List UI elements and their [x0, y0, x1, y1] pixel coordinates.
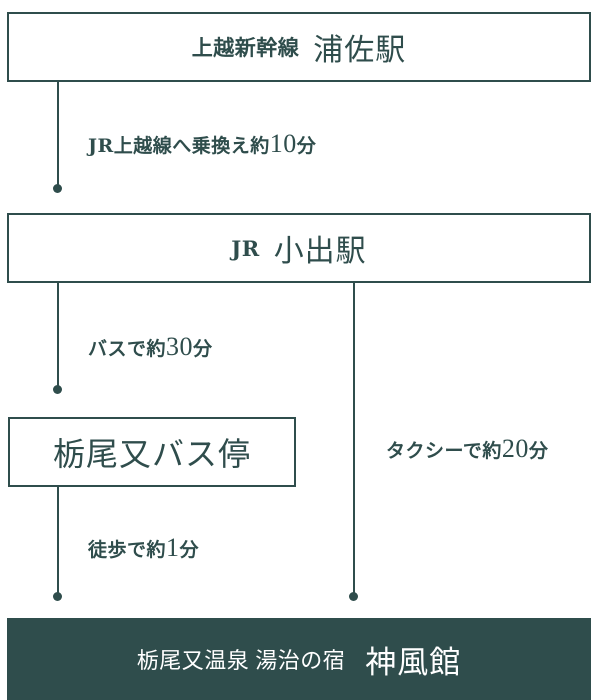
connector-koide-to-busstop: [57, 283, 59, 390]
connector-koide-to-destination: [353, 283, 355, 597]
edge-label-walk-number: 1: [166, 533, 180, 562]
node-destination-prefix: 栃尾又温泉 湯治の宿: [136, 648, 346, 673]
connector-endpoint-dot: [53, 592, 62, 601]
edge-label-bus-text: バスで約: [88, 338, 167, 360]
edge-label-bus-unit: 分: [193, 338, 213, 360]
node-koide-prefix: JR: [231, 235, 260, 261]
node-destination-shinpukan: 栃尾又温泉 湯治の宿 神風館: [7, 618, 591, 700]
connector-busstop-to-destination: [57, 487, 59, 597]
edge-label-transfer-number: 10: [269, 129, 297, 158]
node-tochiomata-bus-stop-name: 栃尾又バス停: [52, 436, 251, 472]
node-urasa-prefix: 上越新幹線: [191, 35, 300, 60]
edge-label-taxi-text: タクシーで約: [386, 440, 502, 462]
edge-label-taxi: タクシーで約20分: [386, 436, 548, 462]
edge-label-bus: バスで約30分: [88, 334, 213, 360]
node-koide-station: JR 小出駅: [7, 213, 591, 283]
connector-endpoint-dot: [53, 184, 62, 193]
edge-label-walk: 徒歩で約1分: [88, 535, 199, 561]
node-destination-name: 神風館: [365, 644, 462, 680]
edge-label-taxi-number: 20: [501, 434, 529, 463]
node-urasa-name: 浦佐駅: [313, 34, 407, 67]
node-urasa-station: 上越新幹線 浦佐駅: [7, 12, 591, 82]
edge-label-bus-number: 30: [166, 332, 194, 361]
node-koide-name: 小出駅: [273, 235, 367, 268]
connector-endpoint-dot: [349, 592, 358, 601]
edge-label-taxi-unit: 分: [528, 440, 549, 462]
edge-label-walk-unit: 分: [179, 539, 200, 561]
edge-label-transfer-unit: 分: [296, 135, 317, 157]
node-tochiomata-bus-stop: 栃尾又バス停: [8, 417, 296, 487]
connector-endpoint-dot: [53, 385, 62, 394]
edge-label-transfer: JR上越線へ乗換え約10分: [88, 131, 316, 157]
connector-urasa-to-koide: [57, 82, 59, 189]
edge-label-walk-text: 徒歩で約: [88, 539, 167, 561]
edge-label-transfer-text: JR上越線へ乗換え約: [88, 135, 270, 157]
